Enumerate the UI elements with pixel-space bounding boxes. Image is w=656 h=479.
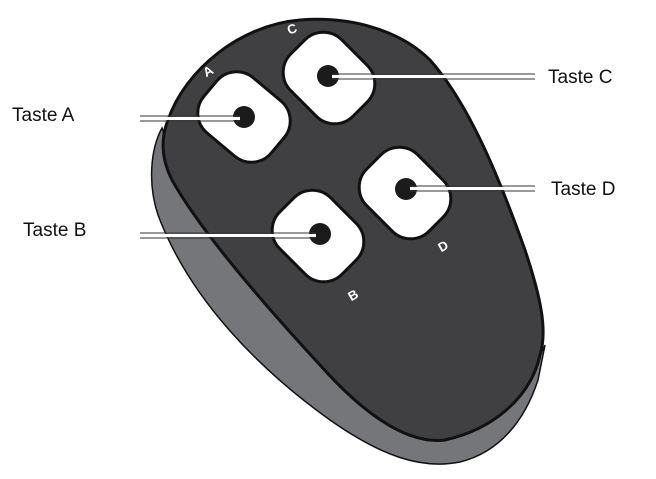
button-a-dot	[233, 106, 255, 128]
button-a[interactable]: A	[187, 61, 301, 173]
leader-line-b	[140, 232, 316, 239]
button-c-dot	[317, 65, 339, 87]
label-taste-b: Taste B	[23, 220, 87, 241]
leader-line-a	[140, 115, 240, 122]
button-b-dot	[309, 223, 331, 245]
leader-line-d	[410, 185, 535, 192]
button-d-dot	[395, 178, 417, 200]
leader-line-c	[332, 73, 535, 80]
label-taste-a: Taste A	[12, 105, 75, 126]
label-taste-c: Taste C	[548, 67, 613, 88]
button-c[interactable]: C	[272, 20, 385, 135]
button-d[interactable]: D	[348, 136, 461, 255]
label-taste-d: Taste D	[551, 179, 616, 200]
